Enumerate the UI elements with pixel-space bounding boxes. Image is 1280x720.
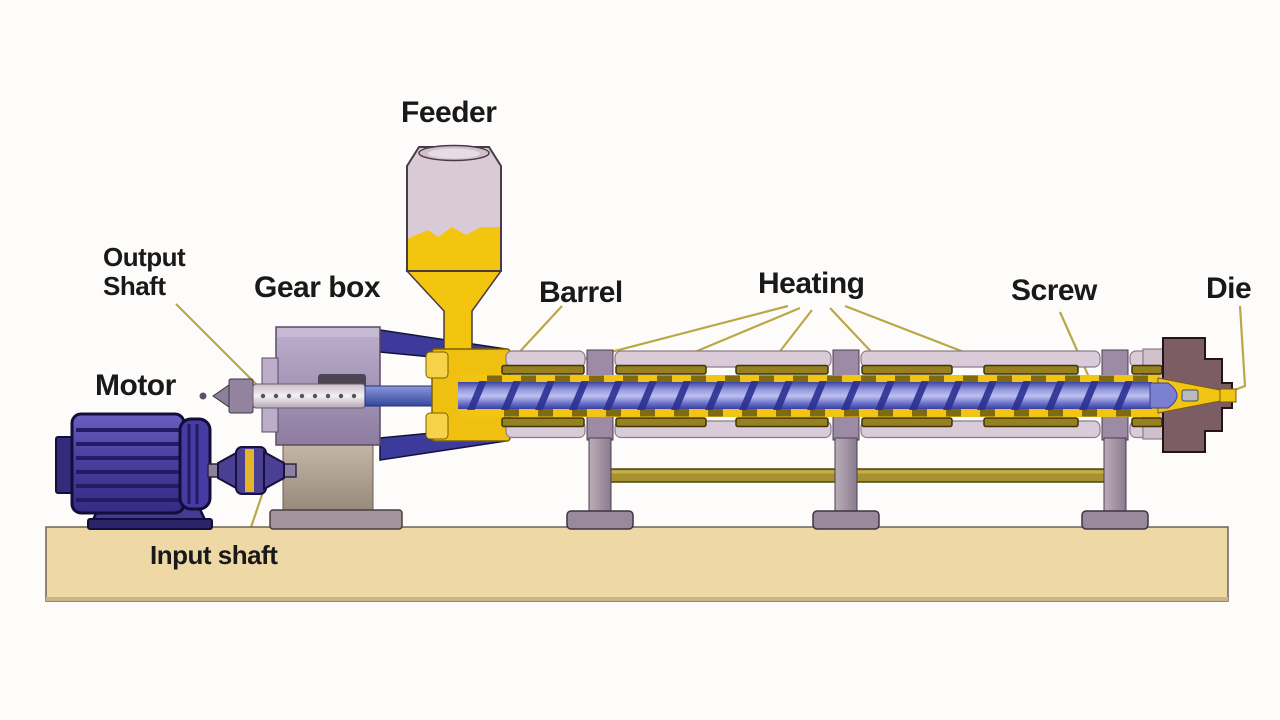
coupling-yellow-band xyxy=(245,449,254,492)
motor xyxy=(55,412,213,530)
support-leg xyxy=(566,349,634,530)
motor-right-cap xyxy=(178,417,212,511)
flight-tip-dashes xyxy=(487,375,1148,417)
feeder-hopper xyxy=(405,144,503,354)
tie-bar xyxy=(597,468,1119,483)
die xyxy=(1149,337,1237,453)
hopper-rim-inner xyxy=(428,148,480,159)
hopper-outline xyxy=(406,146,502,272)
gear-box-pedestal xyxy=(282,439,374,516)
die-leader xyxy=(1228,305,1247,394)
motor-cooling-fins xyxy=(76,428,180,502)
heater-bands xyxy=(501,364,1163,428)
label-barrel: Barrel xyxy=(539,276,623,309)
gear-box-foot xyxy=(269,509,403,530)
die-nozzle xyxy=(1219,388,1237,403)
hopper-material-fill xyxy=(407,227,501,271)
label-motor: Motor xyxy=(95,369,176,402)
label-gear-box: Gear box xyxy=(254,271,381,304)
screw-tip-pin xyxy=(1181,389,1199,402)
heating-leader-5 xyxy=(844,304,983,361)
label-die: Die xyxy=(1206,272,1252,305)
extruder-screw xyxy=(458,381,1152,410)
screw-tip xyxy=(1149,382,1178,409)
melt-channel-strips xyxy=(460,375,1160,417)
output-shaft-leader xyxy=(175,303,257,385)
input-shaft-coupling xyxy=(207,446,297,495)
gear-box-top-face xyxy=(277,328,379,337)
screw-leader xyxy=(1058,311,1094,385)
label-input-shaft: Input shaft xyxy=(150,540,278,570)
motor-cap-ribs xyxy=(187,424,199,504)
label-feeder: Feeder xyxy=(401,96,497,129)
screw-flights xyxy=(467,381,1133,410)
output-shaft xyxy=(199,378,471,414)
machine-base xyxy=(45,526,1229,602)
barrel-leader xyxy=(512,305,563,360)
machine-base-shadow-edge xyxy=(46,597,1228,601)
output-shaft-centerline-dots xyxy=(260,393,357,399)
motor-foot xyxy=(87,518,213,530)
heating-leader-1 xyxy=(583,304,789,361)
label-heating: Heating xyxy=(758,267,865,300)
label-screw: Screw xyxy=(1011,274,1097,307)
label-output-shaft: Output Shaft xyxy=(103,242,186,302)
